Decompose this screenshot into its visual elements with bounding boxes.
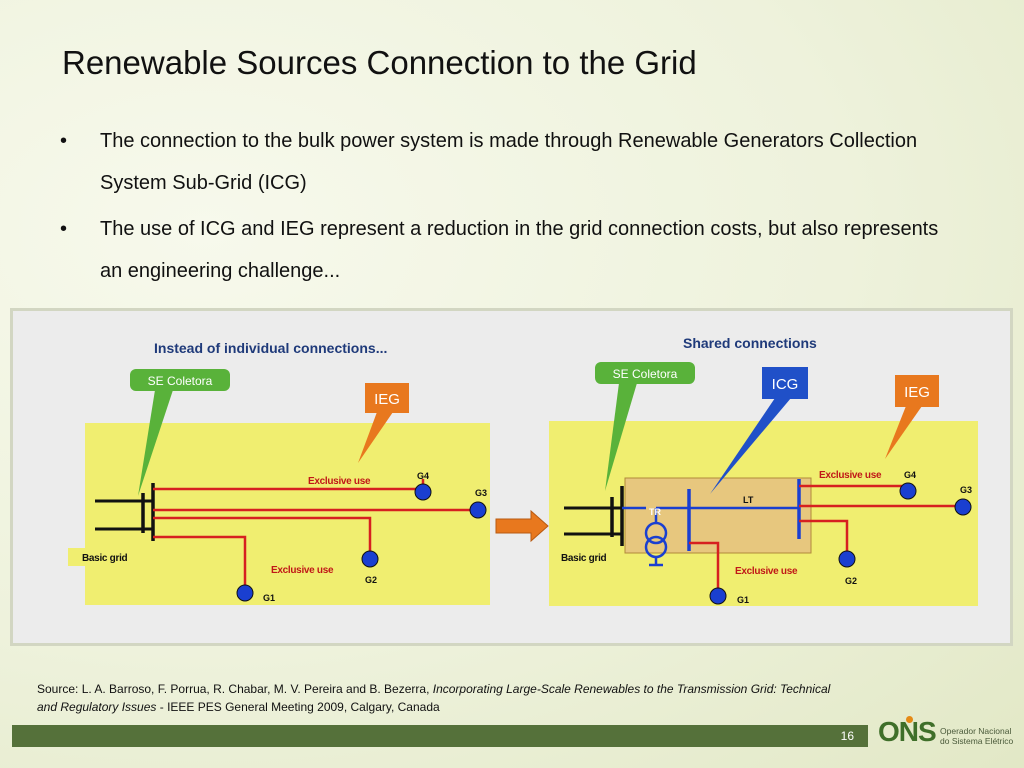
logo-text: Operador Nacional do Sistema Elétrico bbox=[940, 726, 1013, 746]
right-generator-g2 bbox=[838, 550, 856, 568]
footer-bar: 16 bbox=[12, 725, 868, 747]
slide-title: Renewable Sources Connection to the Grid bbox=[62, 44, 697, 81]
bullet-text: The connection to the bulk power system … bbox=[100, 130, 918, 194]
right-generator-g3 bbox=[954, 498, 972, 516]
left-g2-label: G2 bbox=[365, 575, 377, 585]
left-generator-g2 bbox=[361, 550, 379, 568]
lt-label: LT bbox=[743, 495, 754, 505]
source-citation: Source: L. A. Barroso, F. Porrua, R. Cha… bbox=[37, 680, 837, 716]
right-ieg-label: IEG bbox=[904, 384, 930, 401]
tr-label: TR bbox=[649, 507, 661, 517]
left-g4-label: G4 bbox=[417, 471, 429, 481]
left-ieg-label: IEG bbox=[374, 391, 400, 408]
grid-connection-diagram: Instead of individual connections... SE … bbox=[10, 308, 1013, 646]
bullet-symbol: • bbox=[60, 130, 68, 152]
source-suffix: - IEEE PES General Meeting 2009, Calgary… bbox=[156, 700, 440, 714]
right-g1-label: G1 bbox=[737, 595, 749, 605]
icg-label: ICG bbox=[772, 376, 799, 393]
right-exclusive-use-top: Exclusive use bbox=[819, 470, 882, 481]
transition-arrow-icon bbox=[495, 509, 549, 543]
left-basic-grid-tab bbox=[68, 548, 158, 566]
left-generator-g3 bbox=[469, 501, 487, 519]
left-g3-label: G3 bbox=[475, 488, 487, 498]
logo-line-1: Operador Nacional bbox=[940, 726, 1012, 736]
bullet-symbol: • bbox=[60, 218, 68, 240]
logo-line-2: do Sistema Elétrico bbox=[940, 736, 1014, 746]
left-heading: Instead of individual connections... bbox=[154, 340, 387, 356]
diagram-svg: Instead of individual connections... SE … bbox=[68, 335, 978, 606]
left-generator-g1 bbox=[236, 584, 254, 602]
source-title: Incorporating Large-Scale Renewables to … bbox=[37, 682, 831, 714]
left-generator-g4 bbox=[414, 483, 432, 501]
right-se-coletora-callout: SE Coletora bbox=[595, 362, 695, 491]
page-number: 16 bbox=[840, 729, 854, 743]
right-heading: Shared connections bbox=[683, 335, 817, 351]
right-ieg-callout: IEG bbox=[885, 375, 939, 459]
left-line-g2 bbox=[153, 516, 372, 556]
right-basic-grid-label: Basic grid bbox=[561, 553, 607, 564]
right-line-g1 bbox=[689, 541, 720, 593]
left-g1-label: G1 bbox=[263, 593, 275, 603]
left-exclusive-use-top: Exclusive use bbox=[308, 476, 371, 487]
bullet-text: The use of ICG and IEG represent a reduc… bbox=[100, 218, 939, 282]
right-generator-g1 bbox=[709, 587, 727, 605]
left-se-coletora-callout: SE Coletora bbox=[130, 369, 230, 496]
source-prefix: Source: L. A. Barroso, F. Porrua, R. Cha… bbox=[37, 682, 433, 696]
left-basic-grid-label: Basic grid bbox=[82, 553, 128, 564]
bullet-item: • The use of ICG and IEG represent a red… bbox=[60, 208, 960, 292]
ons-logo: ONS Operador Nacional do Sistema Elétric… bbox=[878, 716, 1018, 756]
right-exclusive-use-bottom: Exclusive use bbox=[735, 566, 798, 577]
right-se-coletora-label: SE Coletora bbox=[613, 367, 678, 381]
logo-dot-icon bbox=[906, 716, 913, 723]
left-exclusive-use-bottom: Exclusive use bbox=[271, 565, 334, 576]
bullet-list: • The connection to the bulk power syste… bbox=[60, 120, 960, 296]
right-line-g2 bbox=[799, 519, 849, 556]
right-g4-label: G4 bbox=[904, 470, 916, 480]
right-g2-label: G2 bbox=[845, 576, 857, 586]
right-g3-label: G3 bbox=[960, 485, 972, 495]
left-line-g1 bbox=[153, 535, 247, 591]
left-se-coletora-label: SE Coletora bbox=[148, 374, 213, 388]
right-generator-g4 bbox=[899, 482, 917, 500]
left-ieg-callout: IEG bbox=[358, 383, 409, 463]
bullet-item: • The connection to the bulk power syste… bbox=[60, 120, 960, 204]
icg-callout: ICG bbox=[710, 367, 808, 494]
